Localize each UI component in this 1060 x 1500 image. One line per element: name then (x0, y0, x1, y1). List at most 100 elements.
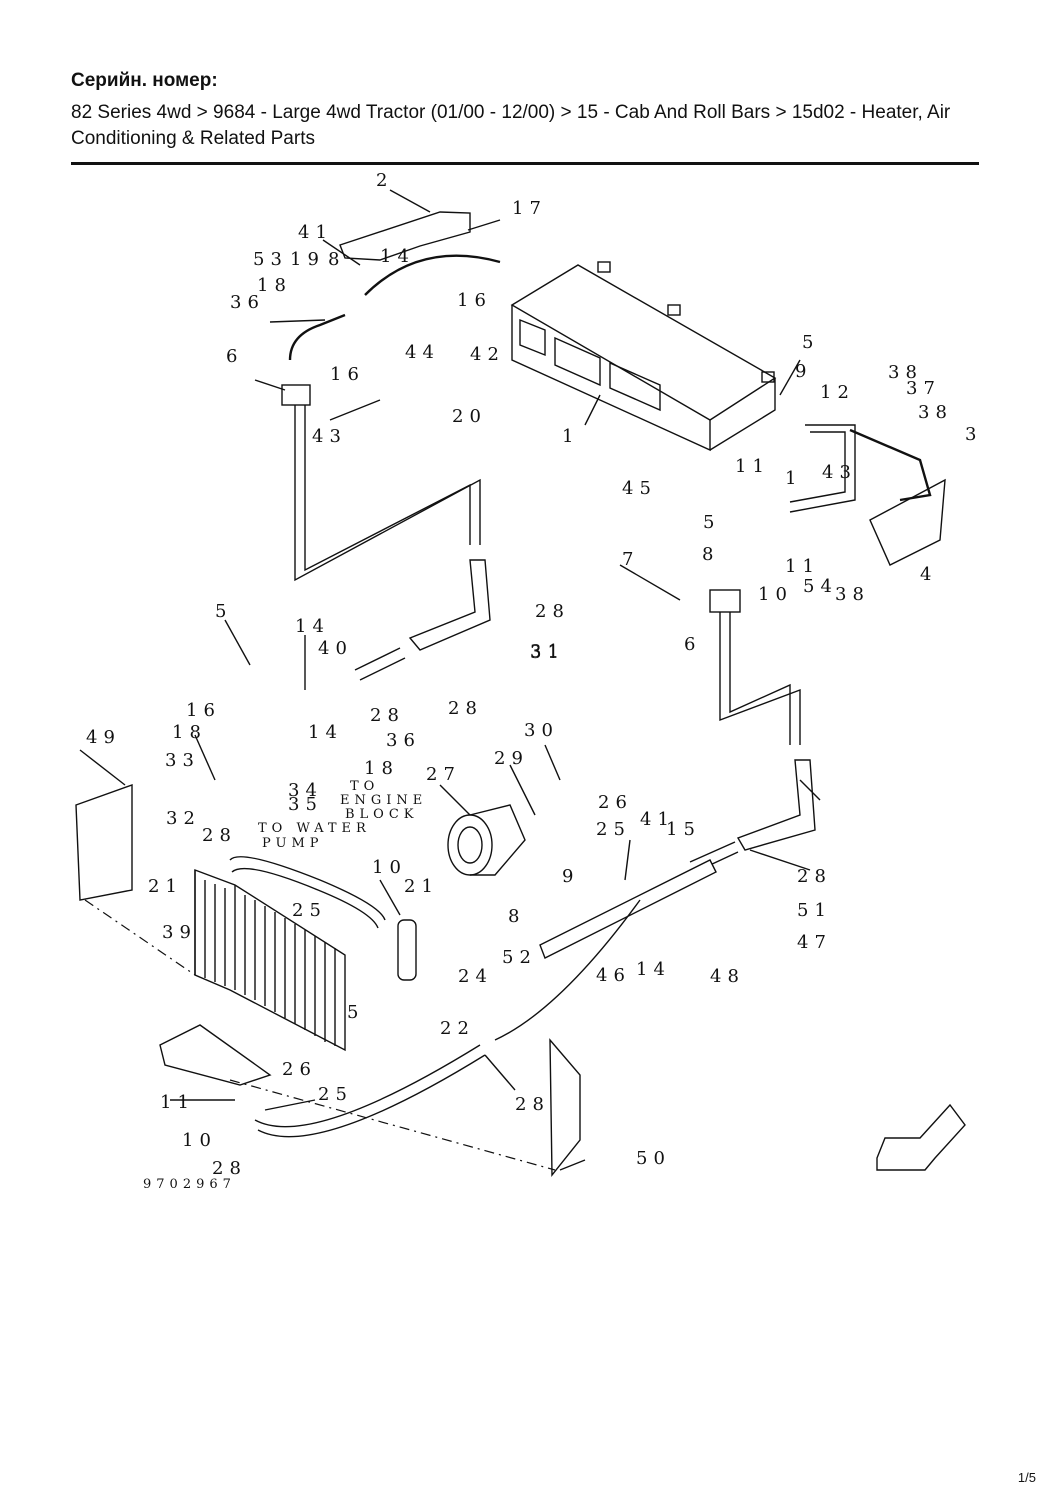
note-to-engine-block: BLOCK (345, 807, 419, 822)
grommet-6-top (281, 384, 311, 406)
callout: 48 (710, 966, 745, 987)
callout: 32 (166, 808, 201, 829)
callout: 5 (802, 332, 819, 353)
callout: 25 (596, 819, 631, 840)
callout: 20 (452, 406, 487, 427)
callout: 14 (308, 722, 343, 743)
callout: 1 (785, 468, 802, 489)
callout: 46 (596, 965, 631, 986)
callout: 5 (215, 601, 232, 622)
compressor (447, 804, 526, 876)
callout: 29 (494, 748, 529, 769)
callout: 28 (448, 698, 483, 719)
callout: 39 (162, 922, 197, 943)
hose-31-upper (408, 559, 491, 651)
callout: 33 (165, 750, 200, 771)
callout: 28 (212, 1158, 247, 1179)
callout: 11 (160, 1092, 195, 1113)
grommet-6-right (709, 589, 741, 613)
breadcrumb: 82 Series 4wd > 9684 - Large 4wd Tractor… (71, 102, 951, 149)
callout: 18 (257, 275, 292, 296)
heater-line-left (294, 405, 481, 582)
callout: 31 (530, 642, 565, 663)
callout: 6 (684, 634, 701, 655)
callout: 35 (288, 794, 323, 815)
callout: 43 (312, 426, 347, 447)
heater-unit (510, 261, 777, 452)
callout: 28 (515, 1094, 550, 1115)
callout: 38 (888, 362, 923, 383)
callout: 27 (426, 764, 461, 785)
callout: 36 (230, 292, 265, 313)
callout: 2 (376, 170, 393, 191)
callout: 6 (226, 346, 243, 367)
bracket-3 (869, 478, 946, 566)
callout: 5 (347, 1002, 364, 1023)
callout: 14 (295, 616, 330, 637)
serial-number-label: Серийн. номер: (71, 70, 218, 91)
callout: 16 (457, 290, 492, 311)
drawing-number: 9702967 (143, 1177, 236, 1192)
direction-arrow (876, 1103, 966, 1171)
callout: 30 (524, 720, 559, 741)
callout: 31 (530, 641, 565, 662)
callout: 10 (372, 857, 407, 878)
bracket-bottom (159, 1024, 272, 1086)
callout: 54 (803, 576, 838, 597)
callout: 19 (290, 249, 325, 270)
bracket-50 (549, 1038, 581, 1177)
callout: 38 (918, 402, 953, 423)
ac-line-right (789, 424, 856, 513)
callout: 50 (636, 1148, 671, 1169)
hose-46 (539, 859, 717, 959)
callout: 25 (318, 1084, 353, 1105)
callout: 42 (470, 344, 505, 365)
callout: 28 (370, 705, 405, 726)
callout: 9 (795, 361, 812, 382)
callout: 40 (318, 638, 353, 659)
callout: 8 (702, 544, 719, 565)
callout: 11 (735, 456, 770, 477)
callout: 25 (292, 900, 327, 921)
heater-hose-top (364, 254, 501, 296)
line-lower-left (254, 1044, 481, 1128)
note-to-engine-block: ENGINE (340, 793, 427, 808)
callout: 18 (172, 722, 207, 743)
callout: 41 (298, 222, 333, 243)
heater-hose-left (288, 313, 346, 361)
callout: 21 (404, 876, 439, 897)
callout: 43 (822, 462, 857, 483)
condenser (194, 868, 346, 1052)
callout: 37 (906, 378, 941, 399)
callout: 44 (405, 342, 440, 363)
callout: 11 (785, 556, 820, 577)
callout: 41 (640, 809, 675, 830)
note-to-water-pump: TO WATER (258, 821, 371, 836)
callout: 16 (186, 700, 221, 721)
callout: 16 (330, 364, 365, 385)
callout: 38 (835, 584, 870, 605)
callout: 47 (797, 932, 832, 953)
tube-38 (849, 428, 932, 502)
callout: 10 (182, 1130, 217, 1151)
callout: 45 (622, 478, 657, 499)
callout: 5 (703, 512, 720, 533)
callout: 18 (364, 758, 399, 779)
page-header: Серийн. номер: 82 Series 4wd > 9684 - La… (71, 70, 981, 152)
callout: 17 (512, 198, 547, 219)
callout: 8 (508, 906, 525, 927)
callout-leaders (79, 189, 821, 1171)
callout: 14 (636, 959, 671, 980)
callout: 49 (86, 727, 121, 748)
callout: 10 (758, 584, 793, 605)
receiver-drier (397, 919, 417, 981)
diagram-notes: TO WATER PUMP TO ENGINE BLOCK 9702967 (143, 779, 427, 1192)
callout: 9 (562, 866, 579, 887)
callout: 28 (535, 601, 570, 622)
callout: 7 (622, 549, 639, 570)
note-to-water-pump: PUMP (262, 836, 324, 851)
callout: 36 (386, 730, 421, 751)
callout: 8 (328, 249, 345, 270)
note-to-engine-block: TO (350, 779, 379, 794)
